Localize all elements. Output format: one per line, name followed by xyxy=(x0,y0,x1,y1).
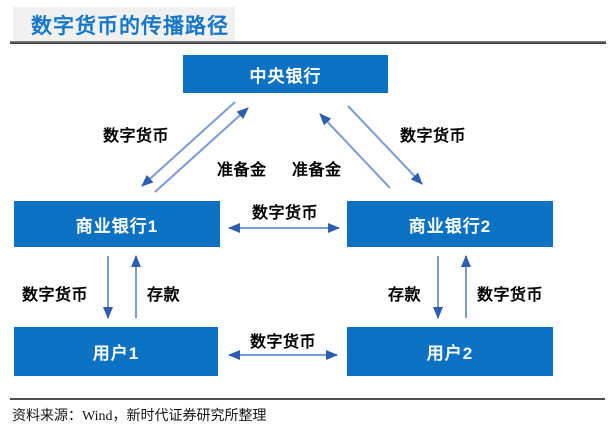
source-note: 资料来源：Wind，新时代证券研究所整理 xyxy=(12,409,267,424)
figure-title: 数字货币的传播路径 xyxy=(31,15,229,38)
edge-label-user1-to-bank1: 存款 xyxy=(147,287,181,304)
edge-label-centralbank-to-bank2: 数字货币 xyxy=(400,128,467,145)
edge-label-user2-to-bank2: 数字货币 xyxy=(477,287,544,304)
edge-label-bank1-bank2: 数字货币 xyxy=(252,205,319,222)
edge-label-bank1-to-user1: 数字货币 xyxy=(22,287,89,304)
title-background xyxy=(13,7,235,41)
edge-label-bank2-to-user2: 存款 xyxy=(388,287,422,304)
node-central-bank: 中央银行 xyxy=(183,55,388,93)
node-user-1: 用户1 xyxy=(14,327,218,376)
node-user-2: 用户2 xyxy=(347,327,553,376)
title-underline xyxy=(10,41,606,44)
edge-label-bank2-to-centralbank: 准备金 xyxy=(292,162,342,179)
edge-label-bank1-to-centralbank: 准备金 xyxy=(217,162,267,179)
node-commercial-bank-1: 商业银行1 xyxy=(14,201,220,247)
node-commercial-bank-2: 商业银行2 xyxy=(347,201,553,247)
edge-label-user1-user2: 数字货币 xyxy=(250,334,317,351)
edge-label-centralbank-to-bank1: 数字货币 xyxy=(103,128,170,145)
footer-divider xyxy=(10,398,605,400)
